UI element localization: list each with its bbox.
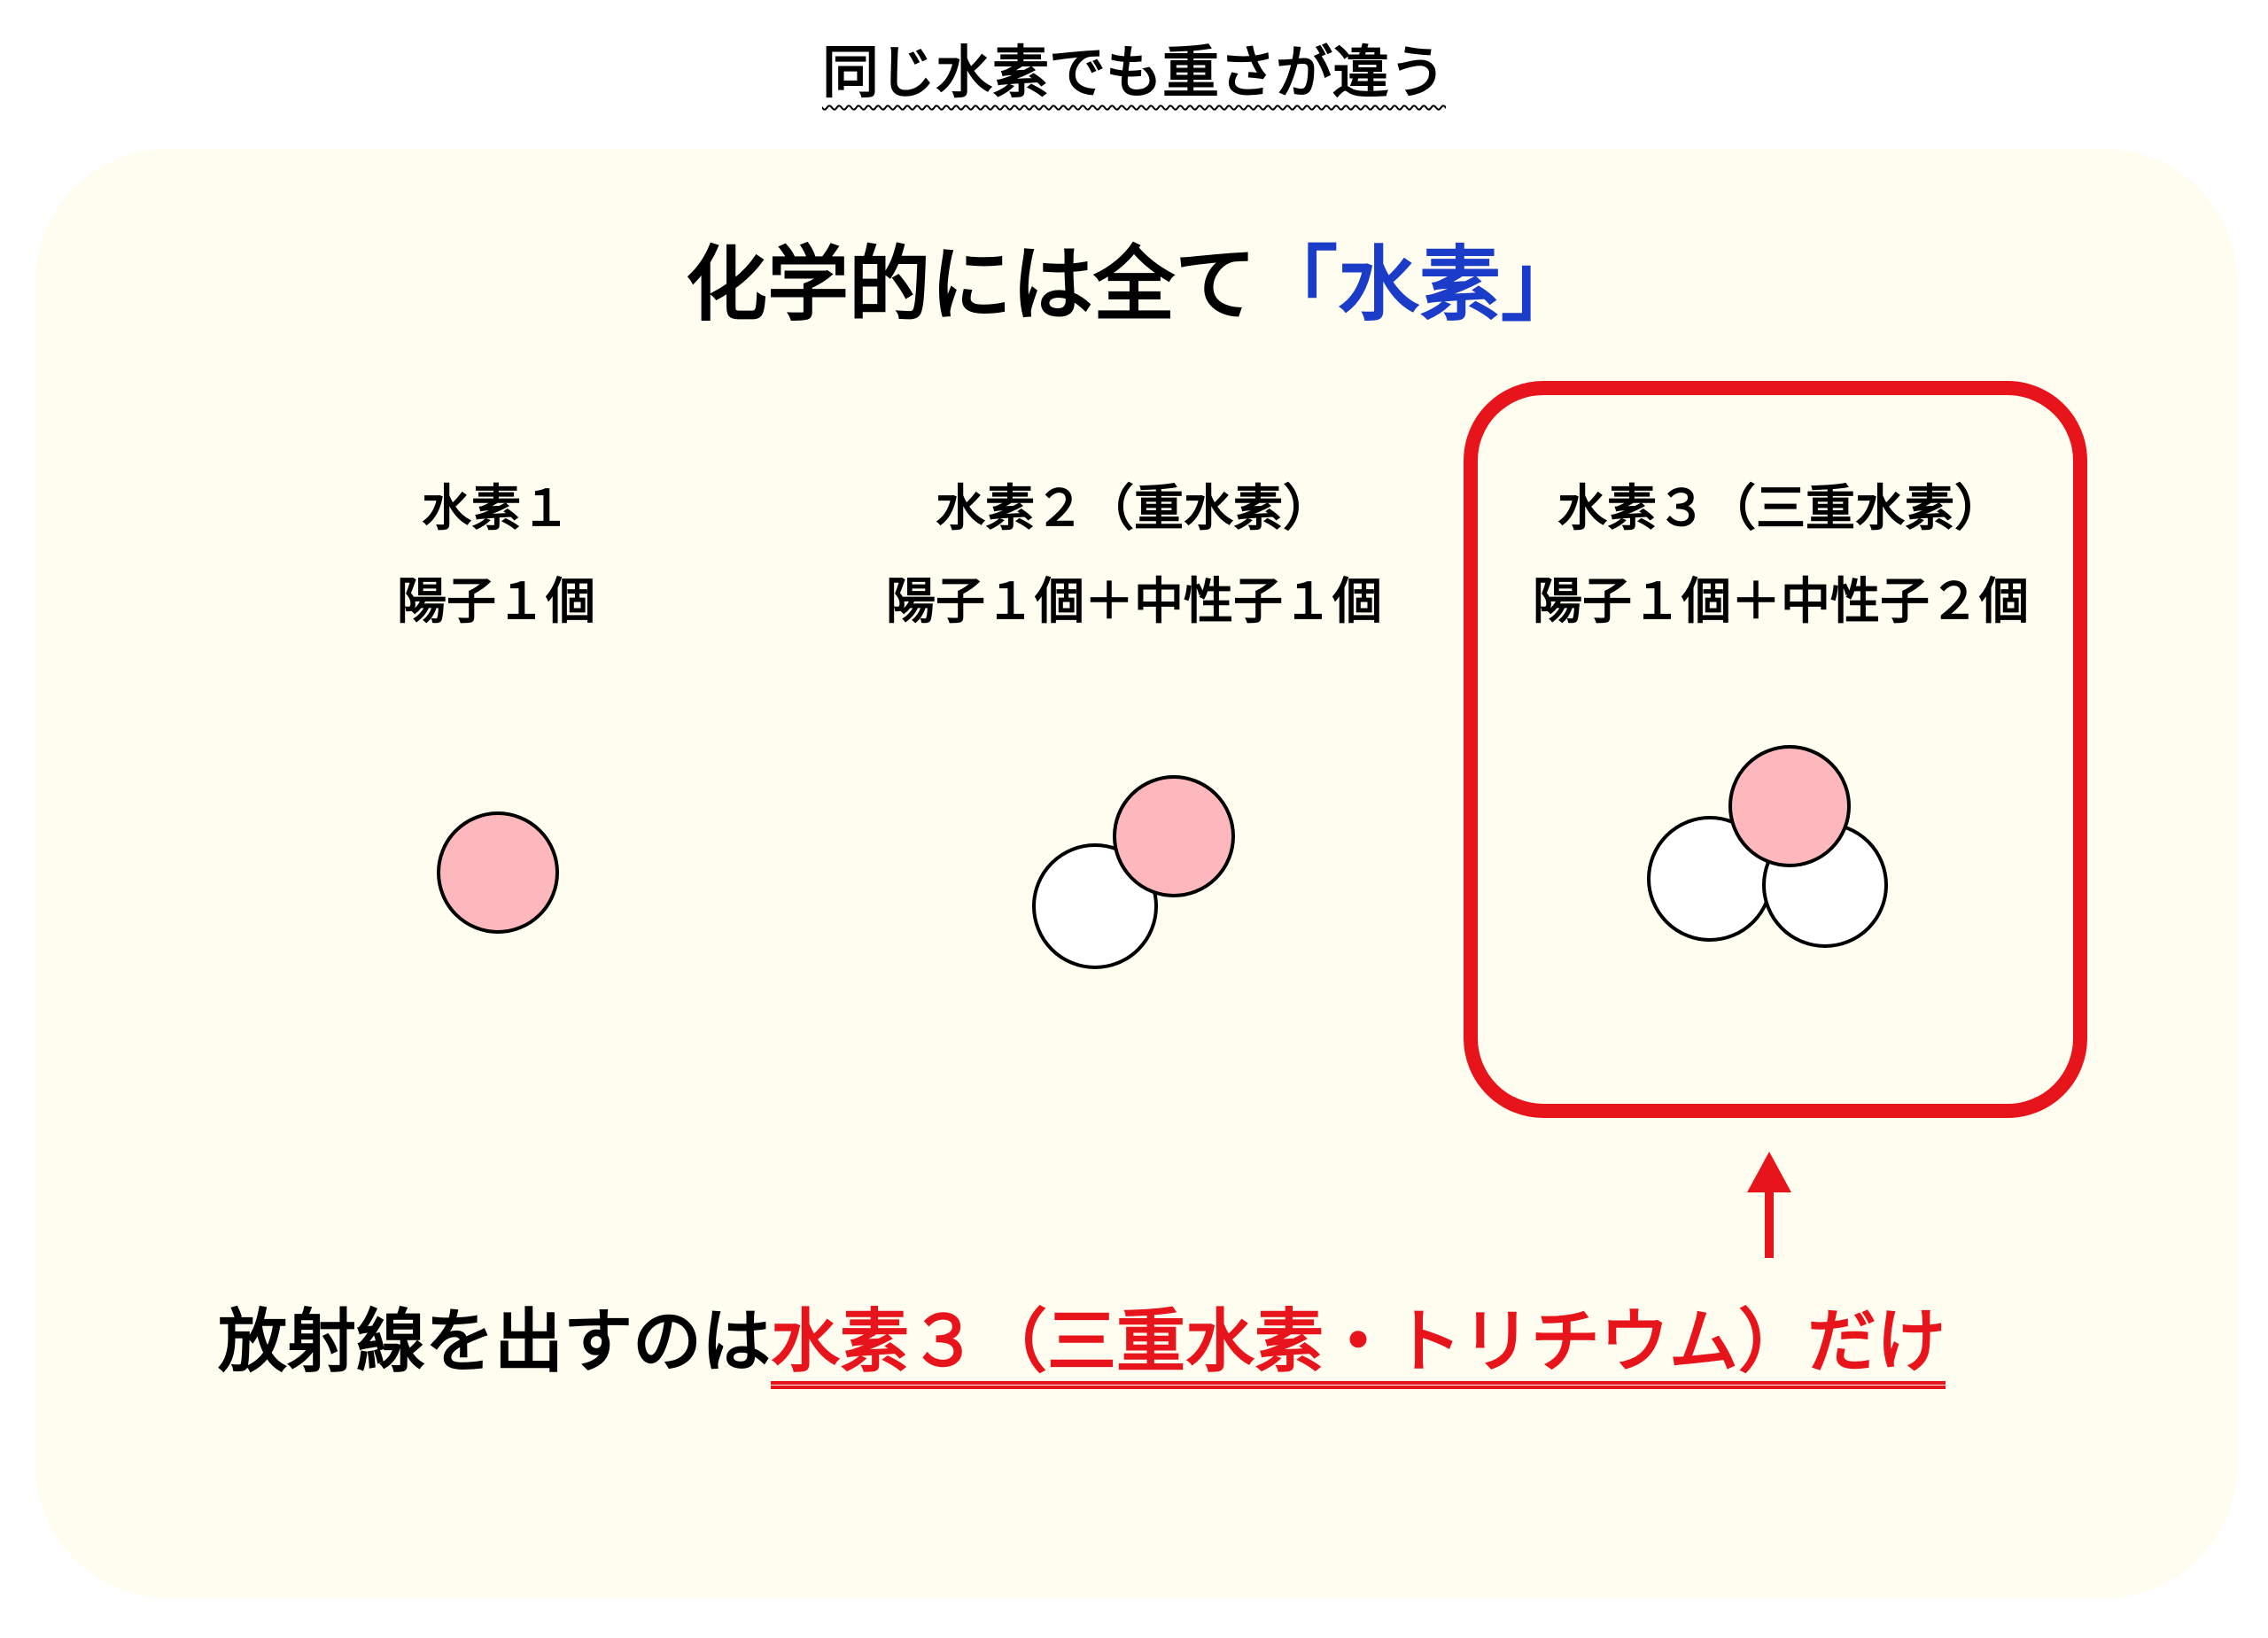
isotope-3-composition: 陽子１個＋中性子２個 bbox=[1533, 573, 2029, 631]
page-title: 同じ水素でも重さが違う bbox=[822, 41, 1446, 106]
tritium-highlight-box bbox=[1464, 381, 2087, 1118]
isotope-1-name: 水素１ bbox=[422, 480, 571, 538]
isotope-2-nucleus bbox=[1032, 775, 1235, 969]
isotope-2-neutron bbox=[1032, 843, 1158, 969]
isotope-2-proton bbox=[1113, 775, 1235, 897]
arrow-shaft bbox=[1765, 1178, 1774, 1258]
headline-highlight: 「水素」 bbox=[1256, 237, 1583, 332]
headline: 化学的には全て「水素」 bbox=[0, 232, 2268, 338]
isotope-2-name: 水素２（重水素） bbox=[936, 480, 1332, 538]
conclusion-prefix: 放射線を出すのは bbox=[218, 1302, 772, 1382]
up-arrow-icon bbox=[1747, 1152, 1791, 1192]
isotope-1-proton bbox=[437, 811, 559, 934]
isotope-1-nucleus bbox=[437, 811, 559, 934]
conclusion: 放射線を出すのは水素３（三重水素・トリチウム）だけ bbox=[218, 1293, 1946, 1391]
isotope-3-nucleus bbox=[1647, 745, 1888, 948]
isotope-2-composition: 陽子１個＋中性子１個 bbox=[886, 573, 1382, 631]
isotope-1-composition: 陽子１個 bbox=[397, 573, 595, 631]
isotope-3-name: 水素３（三重水素） bbox=[1557, 480, 2004, 538]
conclusion-highlight: 水素３（三重水素・トリチウム）だけ bbox=[771, 1302, 1946, 1382]
isotope-3-proton bbox=[1728, 745, 1851, 867]
headline-prefix: 化学的には全て bbox=[685, 237, 1256, 332]
